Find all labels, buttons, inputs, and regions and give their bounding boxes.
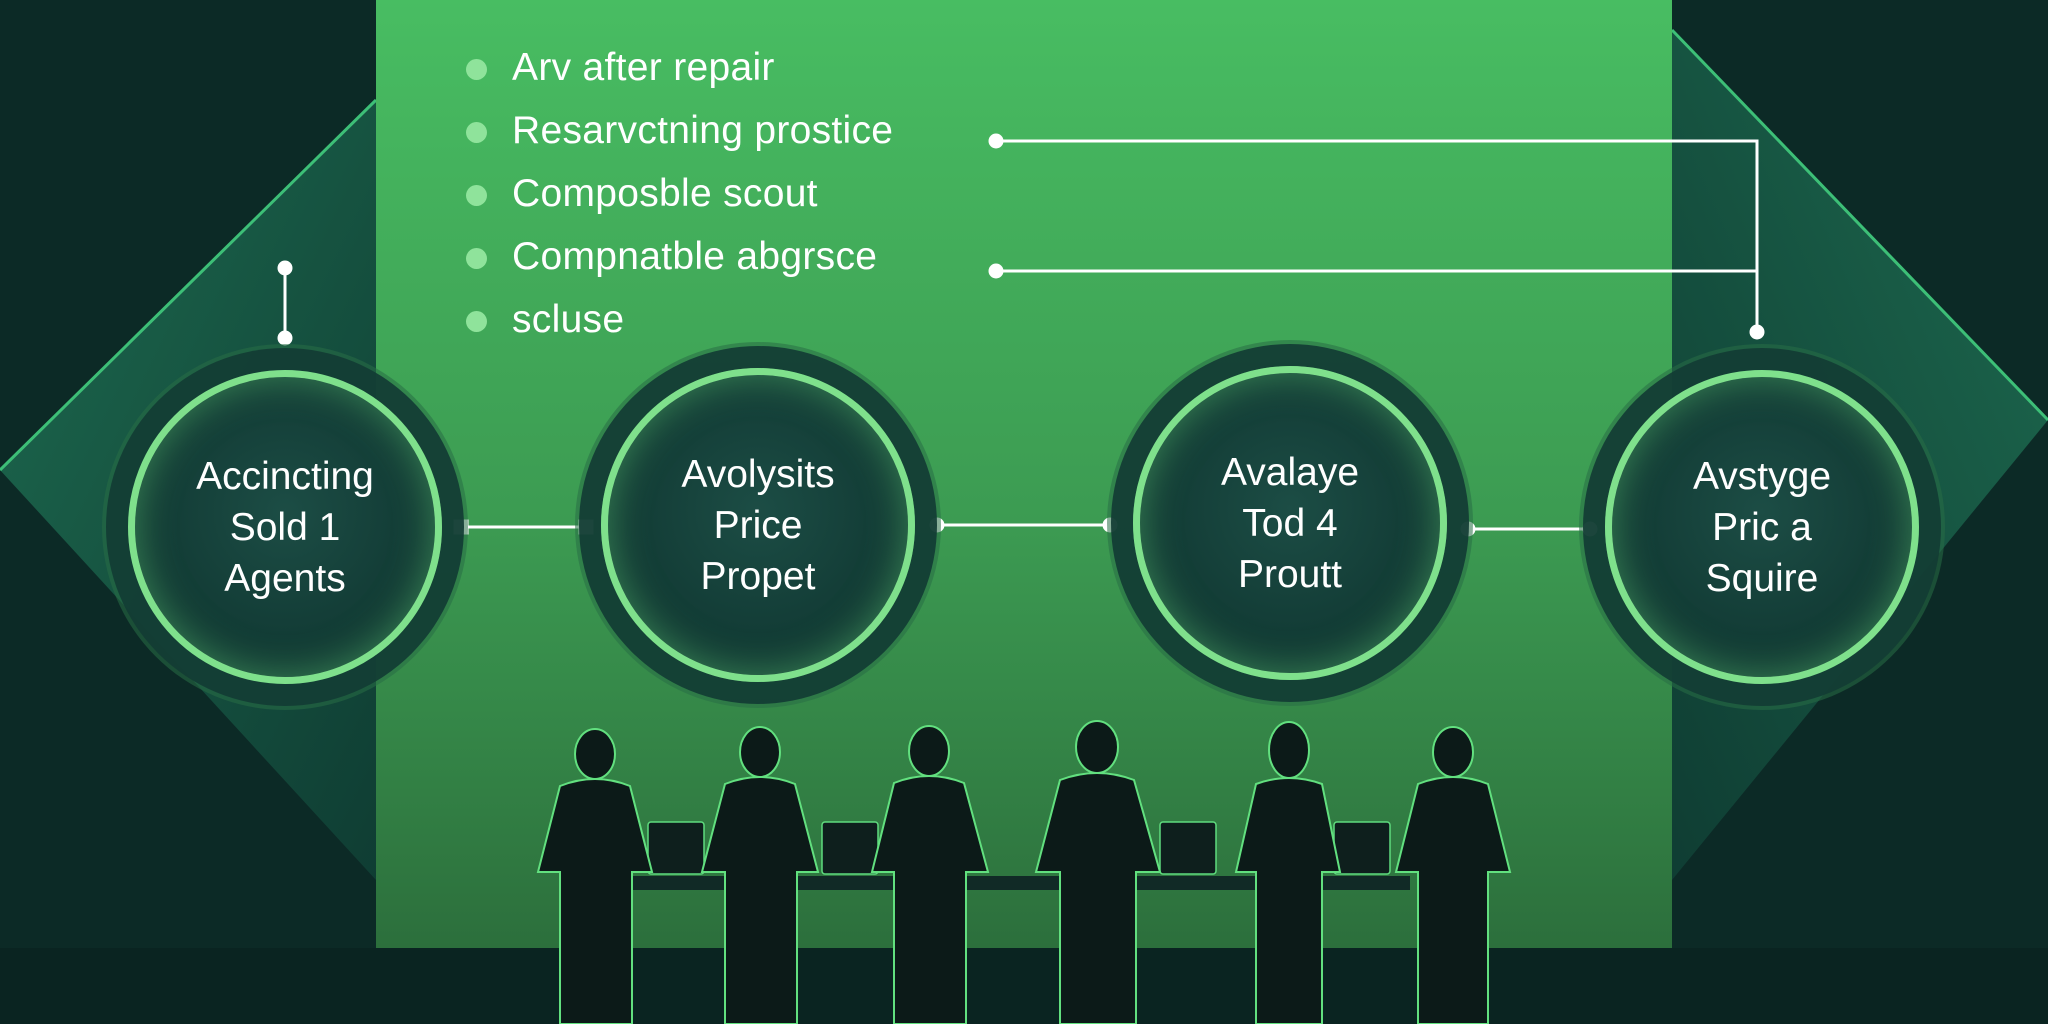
- bullet-dot-icon: [466, 248, 487, 269]
- person-silhouette-icon: [1394, 726, 1512, 1024]
- bullet-item: Resarvctning prostice: [462, 105, 893, 168]
- connector-dot: [1102, 517, 1118, 533]
- node-label-line: Sold 1: [229, 505, 341, 549]
- node-label-line: Tod 4: [1242, 501, 1338, 545]
- connector-dot: [1582, 521, 1598, 537]
- bullet-text: scluse: [512, 298, 625, 341]
- bullet-text: Resarvctning prostice: [512, 109, 894, 152]
- node-label: Accincting Sold 1 Agents: [155, 451, 415, 604]
- person-silhouette-icon: [1034, 720, 1162, 1024]
- bullet-dot-icon: [466, 185, 487, 206]
- node-label-line: Avstyge: [1692, 454, 1832, 498]
- bullet-dot-icon: [466, 311, 487, 332]
- connector-dot: [1460, 521, 1476, 537]
- left-diamond-edge: [0, 98, 378, 472]
- laptop-icon: [647, 821, 705, 875]
- connector-dot: [988, 133, 1004, 149]
- node-label: Avolysits Price Propet: [628, 449, 888, 602]
- desk: [630, 876, 1410, 890]
- node-circle-1: Accincting Sold 1 Agents: [128, 370, 442, 684]
- node-circle-3: Avalaye Tod 4 Proutt: [1133, 366, 1447, 680]
- floor: [0, 948, 2048, 1024]
- laptop-icon: [1159, 821, 1217, 875]
- node-label-line: Proutt: [1237, 552, 1343, 596]
- node-label-line: Propet: [700, 554, 816, 598]
- connector-dot: [277, 330, 293, 346]
- bullet-item: scluse: [462, 294, 893, 357]
- node-circle-2: Avolysits Price Propet: [601, 368, 915, 682]
- connector-bullet2-node4: [996, 139, 1759, 332]
- bullet-item: Composble scout: [462, 168, 893, 231]
- connector-square: [453, 519, 469, 535]
- bullet-dot-icon: [466, 122, 487, 143]
- connector-dot: [1749, 324, 1765, 340]
- person-silhouette-icon: [1234, 721, 1342, 1024]
- laptop-icon: [821, 821, 879, 875]
- node-label-line: Accincting: [196, 454, 374, 498]
- bullet-item: Compnatble abgrsce: [462, 231, 893, 294]
- bullet-text: Arv after repair: [512, 46, 775, 89]
- node-label-line: Agents: [224, 556, 346, 600]
- connector-dot: [277, 260, 293, 276]
- node-label-line: Price: [713, 503, 803, 547]
- person-silhouette-icon: [870, 725, 990, 1024]
- bullet-text: Composble scout: [512, 172, 818, 215]
- laptop-icon: [1333, 821, 1391, 875]
- node-label-line: Pric a: [1712, 505, 1812, 549]
- connector-dot: [988, 263, 1004, 279]
- node-label-line: Squire: [1705, 556, 1819, 600]
- connector-dot: [929, 517, 945, 533]
- right-diamond-edge: [1670, 28, 2048, 422]
- bullet-list: Arv after repair Resarvctning prostice C…: [462, 42, 893, 357]
- person-silhouette-icon: [536, 728, 654, 1024]
- person-silhouette-icon: [700, 726, 820, 1024]
- node-label-line: Avalaye: [1220, 450, 1360, 494]
- node-circle-4: Avstyge Pric a Squire: [1605, 370, 1919, 684]
- node-label: Avstyge Pric a Squire: [1632, 451, 1892, 604]
- bullet-item: Arv after repair: [462, 42, 893, 105]
- connector-square: [578, 519, 594, 535]
- node-label-line: Avolysits: [681, 452, 835, 496]
- node-label: Avalaye Tod 4 Proutt: [1160, 447, 1420, 600]
- bullet-dot-icon: [466, 59, 487, 80]
- bullet-text: Compnatble abgrsce: [512, 235, 878, 278]
